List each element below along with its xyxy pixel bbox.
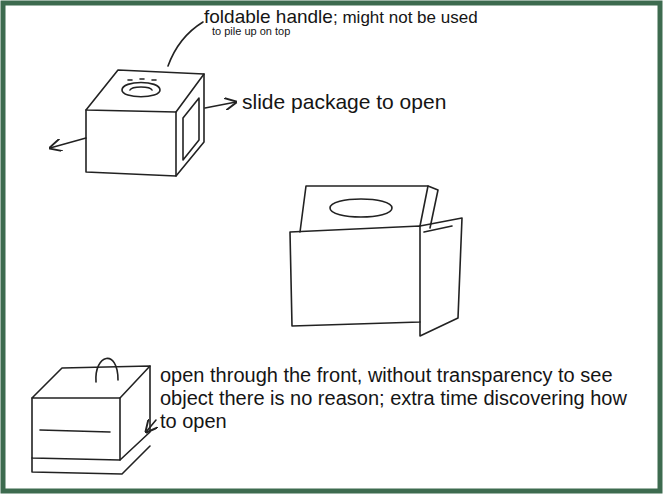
- note-label: slide package to open: [242, 90, 446, 114]
- front-open-box-sketch: [32, 358, 156, 474]
- sliding-box-sketch: [50, 22, 236, 176]
- note-label: ; might not be used: [333, 8, 478, 28]
- note-label: to pile up on top: [212, 25, 290, 38]
- frame: [3, 3, 660, 491]
- note-label: foldable handle: [204, 6, 333, 28]
- handle-box-sketch: [290, 186, 462, 336]
- note-label: open through the front, without transpar…: [160, 364, 642, 433]
